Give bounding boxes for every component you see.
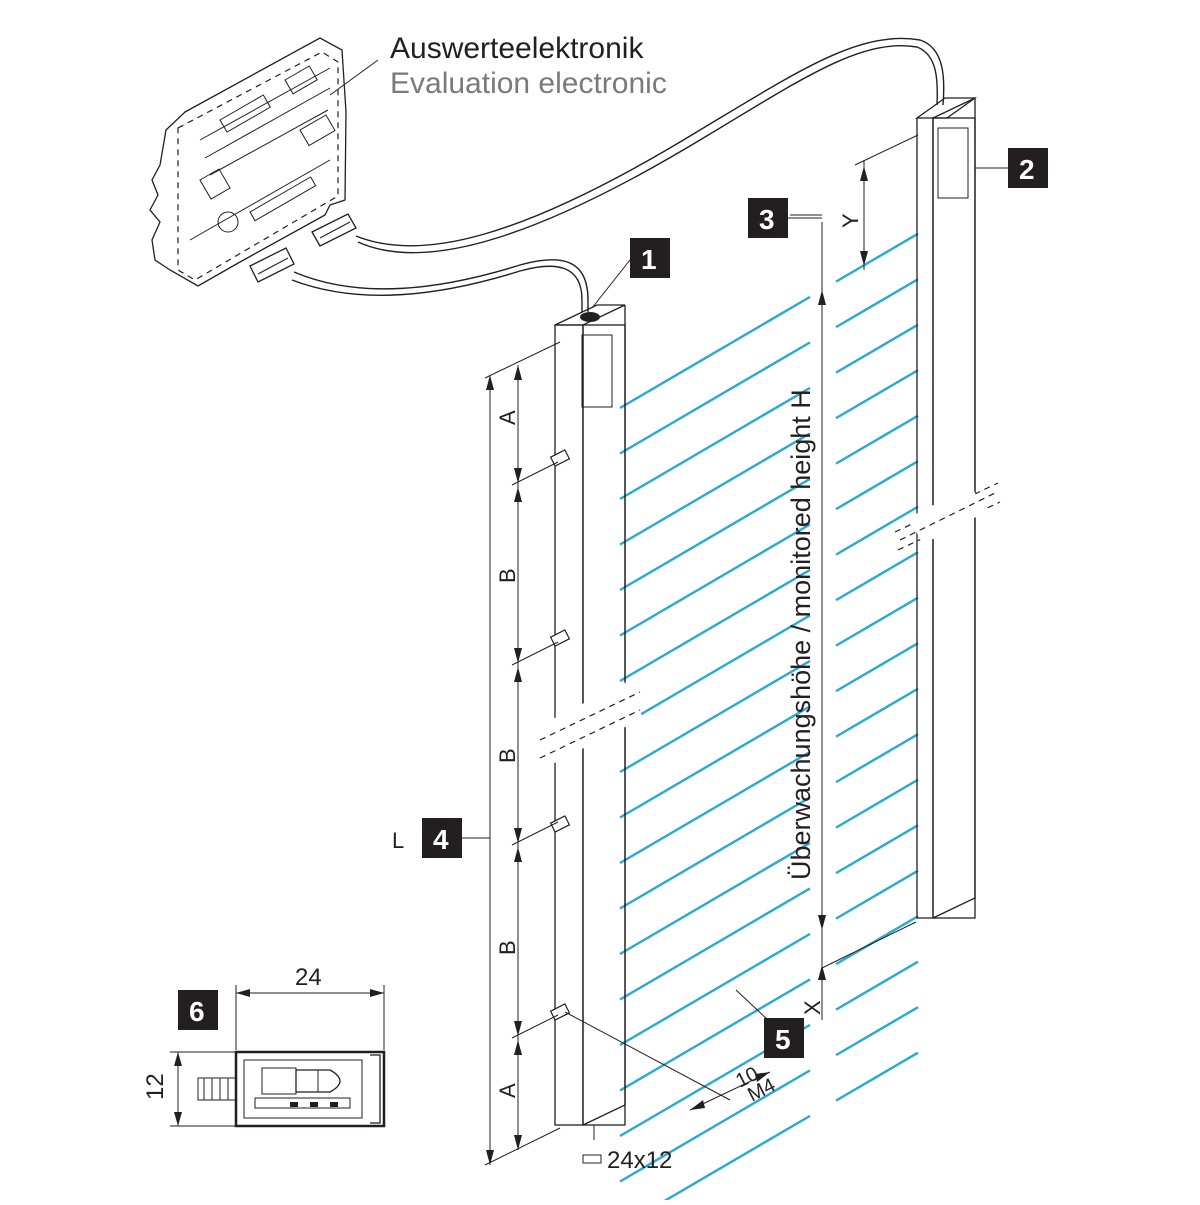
light-beam-9-right bbox=[835, 596, 919, 647]
svg-text:2: 2 bbox=[1019, 154, 1035, 185]
profile-cross-section bbox=[170, 985, 386, 1128]
light-beam-5-right bbox=[835, 414, 919, 465]
label-A-bottom: A bbox=[495, 1083, 520, 1098]
label-B-2: B bbox=[495, 748, 520, 763]
dimension-X bbox=[821, 921, 917, 1020]
light-beam-5-left bbox=[619, 477, 811, 592]
light-beam-13-left bbox=[619, 841, 811, 956]
light-beam-16-left bbox=[619, 978, 811, 1092]
label-B-1: B bbox=[495, 568, 520, 583]
light-beam-6-right bbox=[835, 460, 919, 511]
light-beam-12-right bbox=[835, 733, 919, 784]
light-beam-1-left bbox=[619, 295, 811, 410]
light-beam-2-right bbox=[835, 278, 919, 329]
mounting-screws bbox=[549, 449, 571, 1021]
dimension-chain-A-B bbox=[511, 365, 559, 1150]
light-beam-15-left bbox=[619, 932, 811, 1047]
title-german: Auswerteelektronik bbox=[390, 32, 644, 65]
mounting-screw-1 bbox=[549, 449, 571, 467]
light-beam-16-right bbox=[835, 915, 919, 966]
light-beam-3-left bbox=[619, 386, 811, 501]
label-A-top: A bbox=[495, 410, 520, 425]
light-beam-2-left bbox=[619, 341, 811, 455]
connector-lower bbox=[249, 247, 295, 283]
dimension-thread bbox=[564, 1011, 771, 1111]
light-beam-12-left bbox=[619, 796, 811, 910]
transmitter-break bbox=[526, 682, 644, 768]
cable-to-receiver bbox=[355, 37, 945, 247]
light-beam-19-left bbox=[655, 1114, 811, 1205]
label-B-3: B bbox=[495, 940, 520, 955]
light-beam-14-left bbox=[619, 887, 811, 1001]
title-leader-line bbox=[329, 59, 379, 96]
light-beam-1-right bbox=[835, 232, 919, 283]
light-beam-9-left bbox=[619, 659, 811, 774]
light-beam-17-right bbox=[835, 960, 919, 1011]
light-beam-19-right bbox=[835, 1051, 919, 1102]
light-beam-10-left bbox=[619, 705, 811, 819]
monitored-height-label: Überwachungshöhe / monitored height H bbox=[786, 389, 816, 880]
light-beam-8-left bbox=[619, 614, 811, 728]
light-beam-3-right bbox=[835, 323, 919, 374]
svg-text:3: 3 bbox=[759, 204, 775, 235]
label-Y: Y bbox=[838, 213, 863, 228]
connector-upper bbox=[311, 213, 357, 247]
light-beam-14-right bbox=[835, 824, 919, 875]
evaluation-electronic-board bbox=[149, 37, 357, 287]
badge-3: 3 bbox=[748, 198, 822, 238]
light-beam-13-right bbox=[835, 778, 919, 829]
light-beam-7-left bbox=[619, 568, 811, 683]
label-L: L bbox=[392, 828, 404, 853]
badge-1: 1 bbox=[591, 238, 670, 309]
badge-5: 5 bbox=[735, 989, 804, 1058]
dimension-L bbox=[460, 341, 561, 1166]
cable-to-transmitter bbox=[293, 259, 589, 312]
dimension-H bbox=[790, 214, 826, 980]
light-beam-18-right bbox=[835, 1006, 919, 1057]
svg-text:6: 6 bbox=[189, 996, 205, 1027]
light-beam-11-left bbox=[619, 750, 811, 865]
label-profile: 24x12 bbox=[607, 1147, 672, 1174]
light-beam-15-right bbox=[835, 869, 919, 920]
light-beam-10-right bbox=[835, 642, 919, 693]
light-beam-8-right bbox=[835, 551, 919, 602]
mounting-screw-3 bbox=[549, 815, 571, 833]
label-width: 24 bbox=[295, 964, 322, 991]
light-beam-4-right bbox=[835, 369, 919, 420]
receiver-break bbox=[894, 482, 1001, 551]
light-beam-6-left bbox=[619, 523, 811, 637]
label-height: 12 bbox=[142, 1073, 169, 1100]
badge-4: 4 bbox=[422, 818, 462, 858]
badge-2: 2 bbox=[975, 148, 1048, 188]
svg-text:4: 4 bbox=[433, 824, 449, 855]
light-beam-4-left bbox=[619, 432, 811, 546]
svg-text:1: 1 bbox=[641, 244, 657, 275]
title-english: Evaluation electronic bbox=[390, 67, 667, 100]
light-beams bbox=[619, 232, 919, 1205]
svg-text:5: 5 bbox=[775, 1024, 791, 1055]
dimension-Y bbox=[854, 134, 919, 270]
label-X: X bbox=[800, 1000, 825, 1015]
light-beam-11-right bbox=[835, 687, 919, 738]
light-beam-18-left bbox=[619, 1069, 811, 1183]
badge-6: 6 bbox=[178, 990, 218, 1030]
mounting-screw-2 bbox=[549, 629, 571, 647]
light-beam-7-right bbox=[835, 505, 919, 556]
